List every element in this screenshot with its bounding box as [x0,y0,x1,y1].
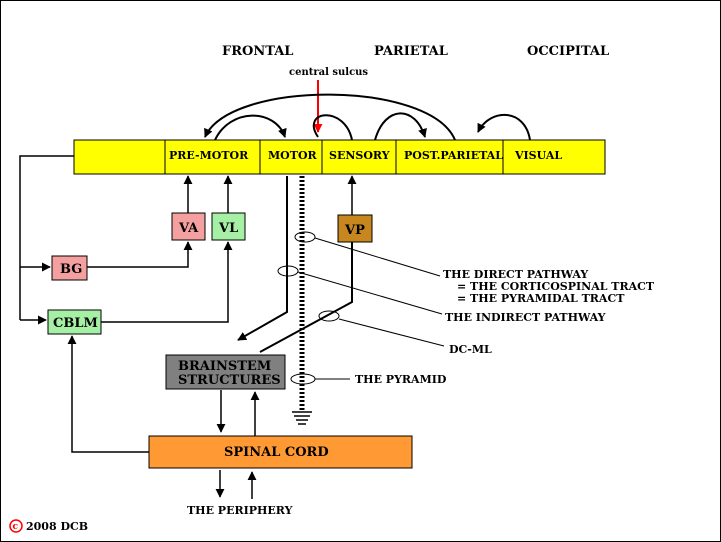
cblm-label: CBLM [53,316,98,331]
brainstem-box [165,354,286,390]
label-periphery: THE PERIPHERY [187,504,293,517]
bg-box [51,255,88,281]
direct-pathway-end [292,411,312,425]
marker-pyramid [290,373,316,385]
arc-premotor-to-motor [214,114,287,141]
cortex-motor: MOTOR [268,149,318,162]
vp-label: VP [344,223,365,238]
marker-indirect-pathway [277,265,299,277]
copyright-icon [9,519,23,533]
copyright-text: 2008 DCB [26,520,88,533]
cortex-post-parietal: POST.PARIETAL [404,149,503,162]
leader-dcml [338,318,445,347]
cortex-sensory: SENSORY [329,149,390,162]
marker-dcml [318,310,340,322]
spinal-to-cblm-line [67,335,149,453]
arc-sensory-to-postparietal [374,112,427,141]
region-frontal: FRONTAL [222,44,293,59]
cortex-premotor: PRE-MOTOR [169,149,249,162]
spinal-cord-label: SPINAL CORD [224,445,329,460]
indirect-pathway-line [237,176,288,341]
cblm-box [47,309,102,335]
va-label: VA [178,221,199,236]
arc-sensory-to-motor-loop [312,114,353,141]
bg-to-va-line [87,241,193,268]
spinal-cord-box [148,435,413,469]
dcml-line [259,242,353,353]
label-corticospinal: = THE CORTICOSPINAL TRACT [457,280,655,293]
label-pyramidal: = THE PYRAMIDAL TRACT [457,292,625,305]
label-direct-pathway: THE DIRECT PATHWAY [443,268,588,281]
arc-visual-to-postparietal [477,114,531,141]
label-dcml: DC-ML [449,343,492,356]
leader-direct-pathway [314,237,441,277]
brainstem-label-line2: STRUCTURES [178,373,281,388]
brainstem-label-line1: BRAINSTEM [178,359,271,374]
vl-label: VL [218,221,238,236]
cblm-to-vl-line [101,241,233,323]
cortex-visual: VISUAL [514,149,562,162]
vp-box [337,214,373,243]
central-sulcus-label: central sulcus [289,67,368,78]
bg-label: BG [60,262,82,277]
marker-direct-pathway [294,231,316,243]
region-occipital: OCCIPITAL [527,44,609,59]
leader-indirect-pathway [297,271,443,315]
label-pyramid: THE PYRAMID [355,373,447,386]
cortex-to-basal-loop-line [19,155,74,320]
cortex-strip [73,139,606,175]
arc-visual-to-premotor [204,93,456,141]
region-parietal: PARIETAL [374,44,448,59]
copyright-symbol: c [13,522,19,532]
label-indirect-pathway: THE INDIRECT PATHWAY [445,311,606,324]
va-box [171,212,206,241]
